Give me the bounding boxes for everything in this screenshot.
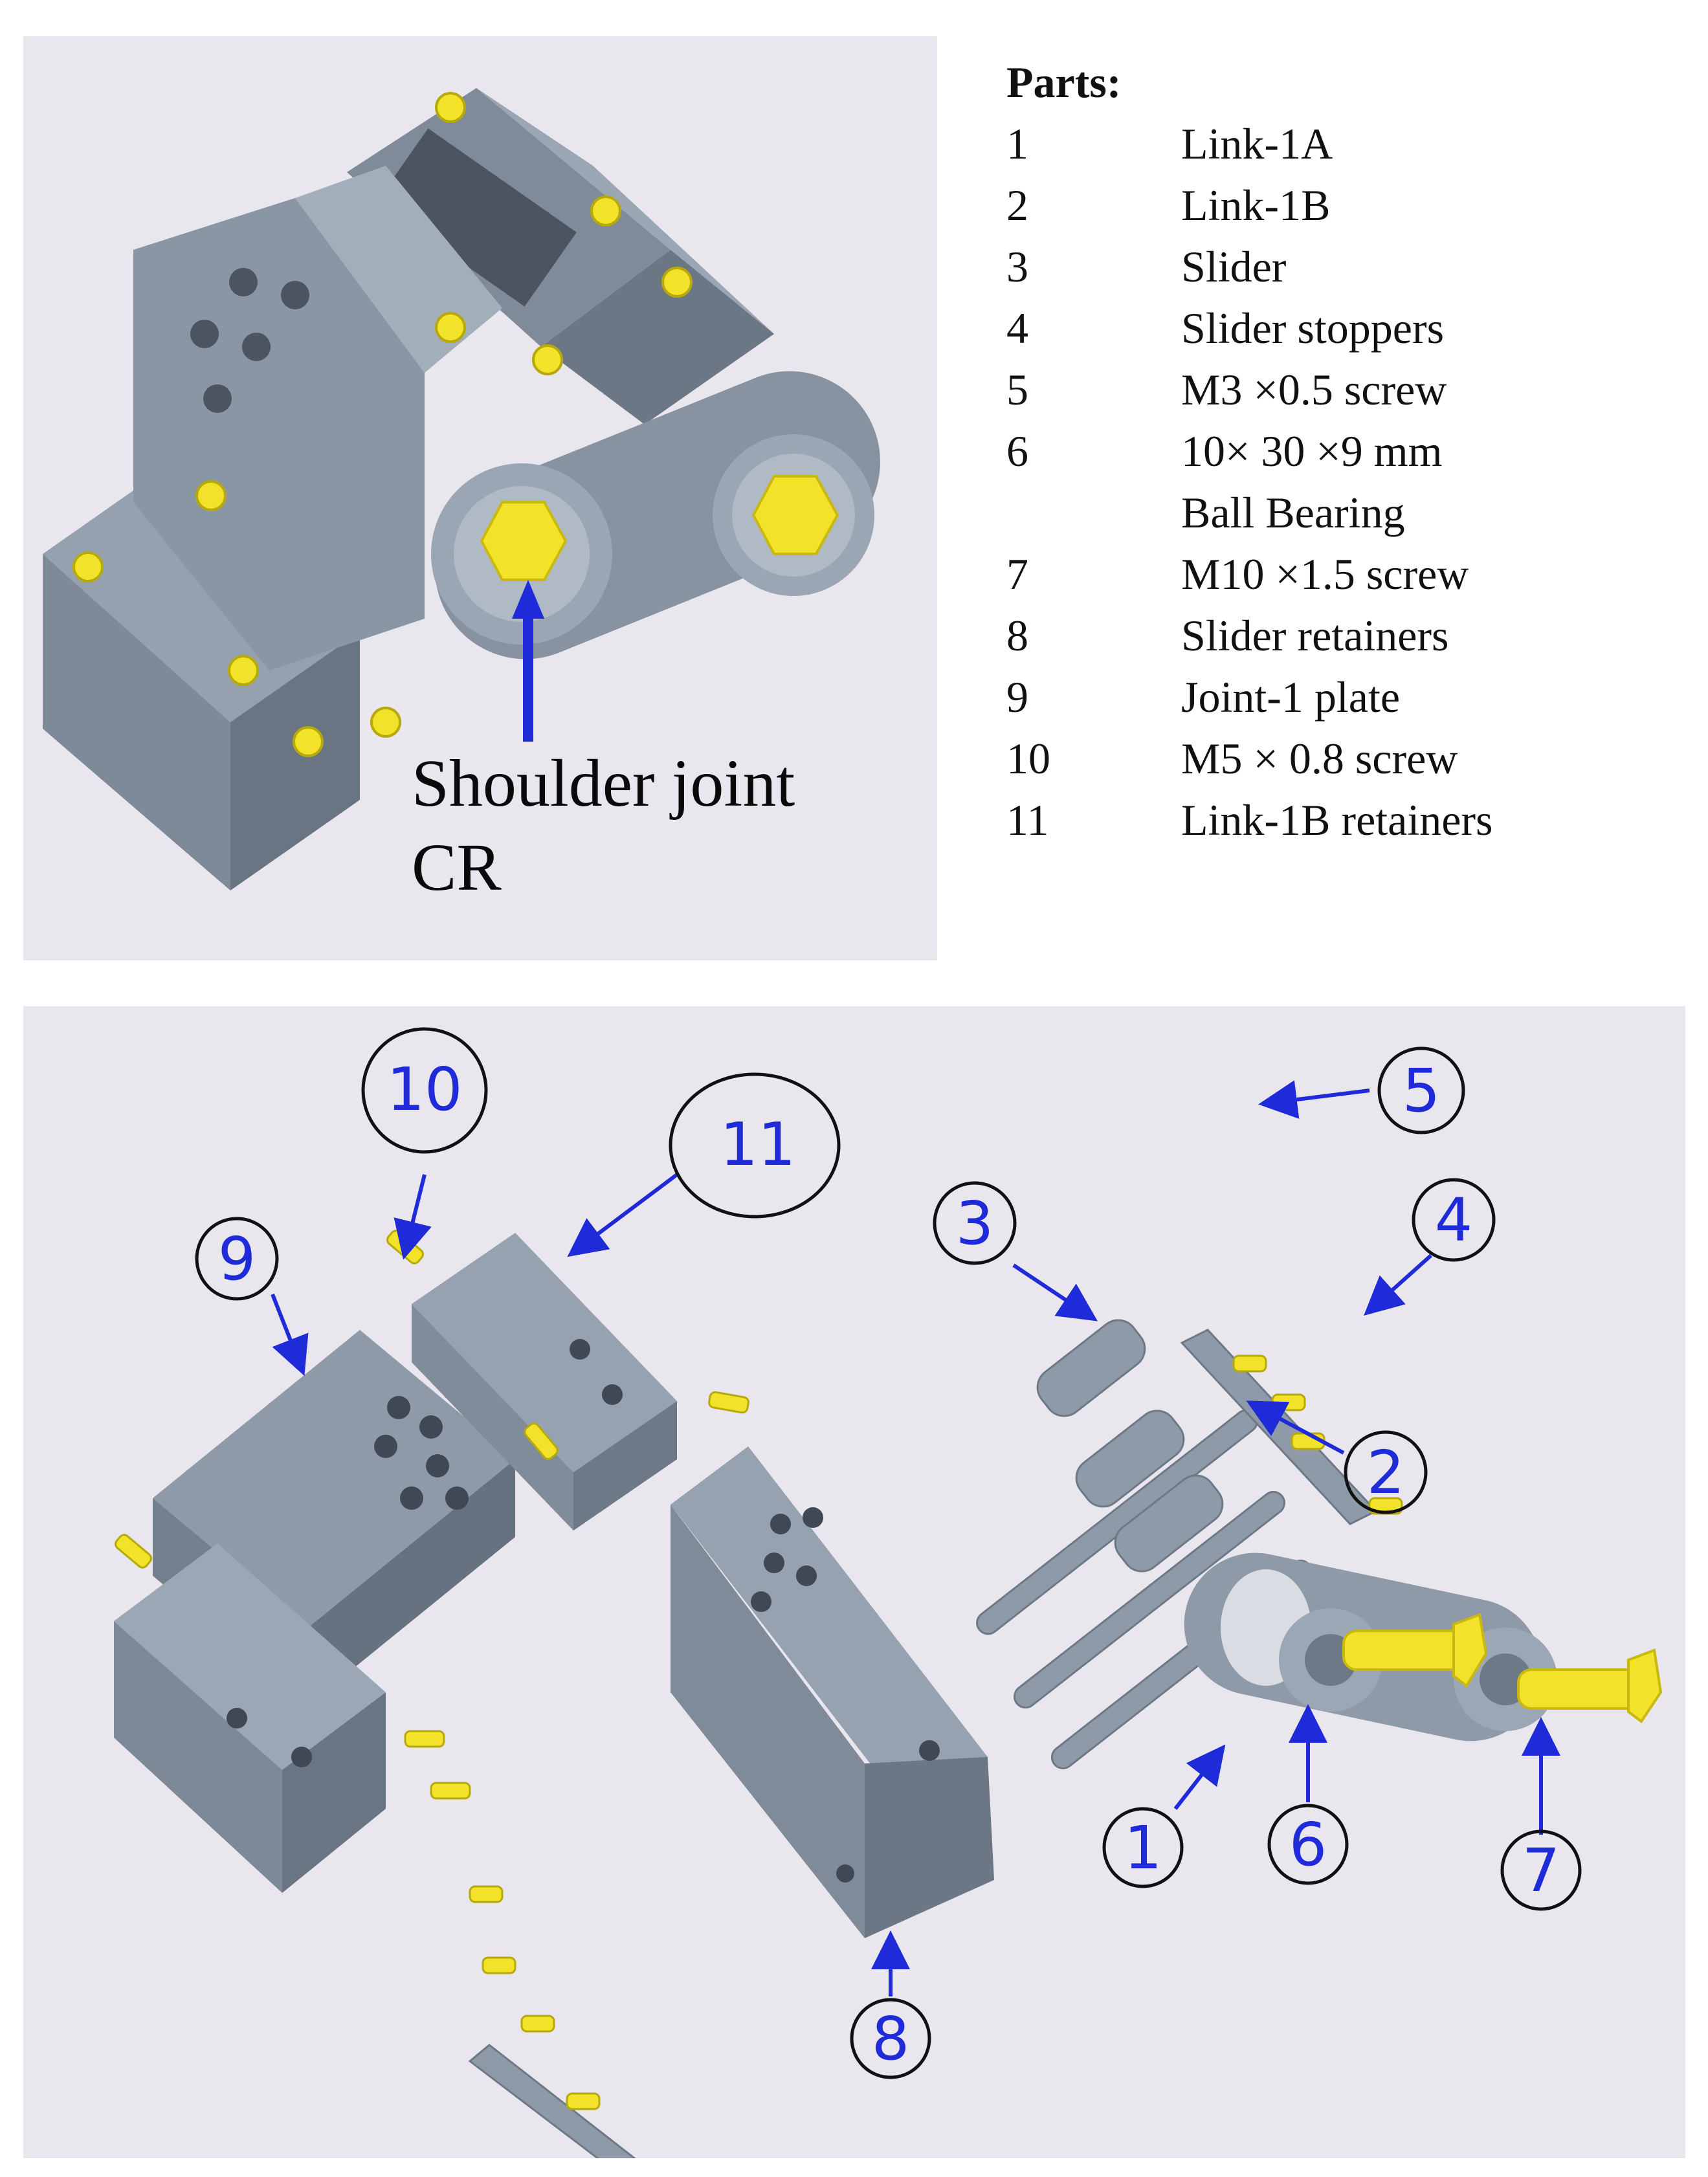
parts-row: 6 10× 30 ×9 mm (1006, 421, 1442, 482)
link-1a-part (1184, 1553, 1663, 1741)
parts-row: Ball Bearing (1006, 482, 1405, 544)
callout-8: 8 (872, 2004, 910, 2073)
exploded-view-render: 10 11 9 3 5 4 2 1 6 7 8 (114, 1027, 1663, 2158)
parts-row: 3 Slider (1006, 236, 1286, 298)
joint-plate-part (114, 1330, 515, 1893)
callout-11: 11 (720, 1110, 795, 1179)
callout-6: 6 (1289, 1810, 1327, 1879)
callout-5: 5 (1403, 1056, 1441, 1125)
parts-title: Parts: (1006, 58, 1122, 107)
part-number: 3 (1006, 242, 1028, 291)
parts-row: 5 M3 ×0.5 screw (1006, 359, 1447, 421)
part-name: M3 ×0.5 screw (1181, 365, 1447, 414)
part-number: 7 (1006, 549, 1028, 599)
part-number: 8 (1006, 611, 1028, 660)
link-retainer-part (412, 1233, 677, 1531)
part-number: 11 (1006, 795, 1049, 845)
part-name: Link-1B (1181, 181, 1331, 230)
callout-labels: 10 11 9 3 5 4 2 1 6 7 8 (218, 1055, 1560, 2073)
parts-row: 9 Joint-1 plate (1006, 667, 1400, 728)
parts-row: 1 Link-1A (1006, 113, 1333, 175)
caption-line-1: Shoulder joint (412, 746, 795, 821)
part-name: Ball Bearing (1181, 488, 1405, 537)
parts-row: 2 Link-1B (1006, 175, 1330, 236)
callout-10: 10 (386, 1055, 462, 1124)
parts-row: 8 Slider retainers (1006, 605, 1449, 667)
callout-4: 4 (1435, 1186, 1473, 1255)
parts-row: 4 Slider stoppers (1006, 298, 1444, 359)
part-name: M5 × 0.8 screw (1181, 734, 1458, 783)
callout-3: 3 (956, 1189, 994, 1258)
part-number: 10 (1006, 734, 1050, 783)
shoulder-joint-caption: Shoulder joint CR (412, 742, 795, 910)
assembled-view-panel: Shoulder joint CR (23, 36, 937, 960)
part-name: Link-1B retainers (1181, 795, 1493, 845)
parts-row: 10 M5 × 0.8 screw (1006, 728, 1458, 790)
parts-row: 7 M10 ×1.5 screw (1006, 544, 1469, 605)
caption-line-2: CR (412, 830, 502, 905)
lower-stopper-bar (468, 2044, 636, 2158)
part-name: Link-1A (1181, 119, 1333, 168)
part-name: Slider (1181, 242, 1287, 291)
part-number: 5 (1006, 365, 1028, 414)
part-number: 4 (1006, 304, 1028, 353)
part-name: Slider retainers (1181, 611, 1449, 660)
exploded-view-panel: 10 11 9 3 5 4 2 1 6 7 8 (23, 1006, 1685, 2158)
slider-retainer-part (671, 1446, 994, 1938)
part-name: Slider stoppers (1181, 304, 1445, 353)
callout-1: 1 (1124, 1813, 1162, 1883)
part-number: 1 (1006, 119, 1028, 168)
part-name: 10× 30 ×9 mm (1181, 426, 1443, 476)
callout-9: 9 (218, 1224, 256, 1294)
assembled-joint-render (43, 88, 880, 890)
parts-row: 11 Link-1B retainers (1006, 790, 1493, 851)
part-number: 2 (1006, 181, 1028, 230)
part-number: 6 (1006, 426, 1028, 476)
callout-7: 7 (1522, 1836, 1560, 1905)
small-screws (115, 1230, 1403, 2110)
part-name: Joint-1 plate (1181, 672, 1401, 722)
callout-2: 2 (1367, 1438, 1405, 1507)
part-number: 9 (1006, 672, 1028, 722)
slider-rods (976, 1319, 1313, 1769)
part-name: M10 ×1.5 screw (1181, 549, 1469, 599)
